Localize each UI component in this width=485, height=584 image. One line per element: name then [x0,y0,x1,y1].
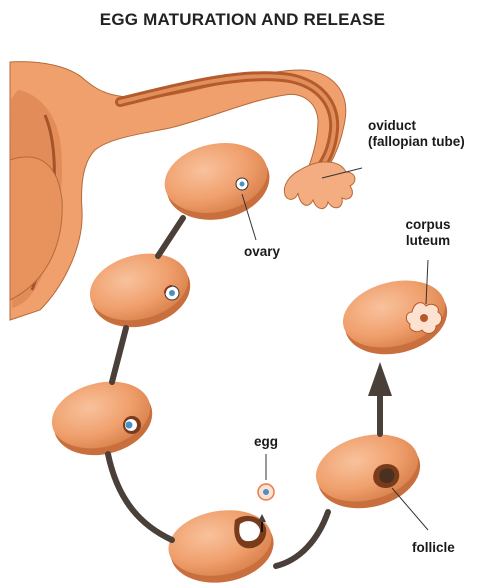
arrow-5-6-head [368,362,392,396]
corpus-luteum-label: corpus luteum [398,217,458,249]
oviduct-label: oviduct (fallopian tube) [368,118,465,150]
ovary-stage-4 [163,502,279,584]
arrow-1-2 [158,218,183,256]
egg-label: egg [254,434,278,450]
oviduct-label-line1: oviduct [368,118,465,134]
ovary-stage-3 [45,372,160,465]
ovary-stage-2 [83,244,198,337]
follicle-label: follicle [412,540,455,556]
oviduct-label-line2: (fallopian tube) [368,134,465,150]
arrow-3-4 [108,454,172,540]
released-egg [258,454,274,500]
arrow-2-3 [112,328,126,382]
arrow-4-5 [276,512,328,566]
fimbriae [284,162,355,209]
ovary-label: ovary [244,244,280,260]
corpus-label-line2: luteum [398,233,458,249]
ovary-stage-6 [336,260,455,365]
corpus-label-line1: corpus [398,217,458,233]
